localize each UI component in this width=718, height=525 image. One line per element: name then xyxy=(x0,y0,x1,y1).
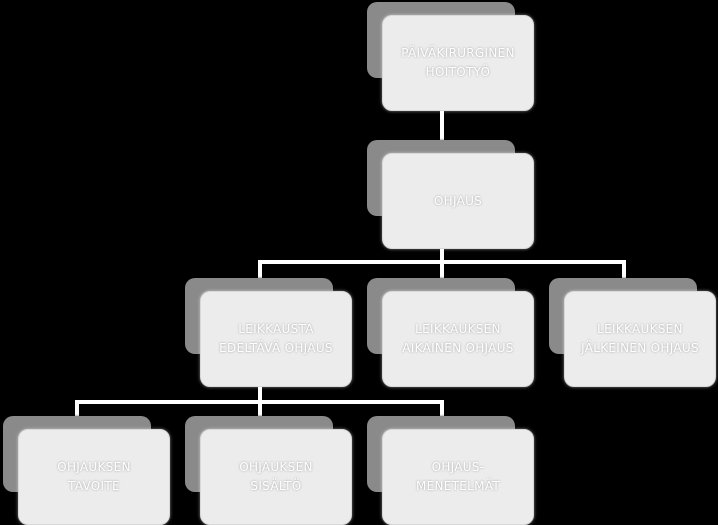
node-guidance-content: OHJAUKSEN SISÄLTÖ xyxy=(200,429,352,525)
node-guidance-methods-label: OHJAUS- MENETELMÄT xyxy=(415,460,501,493)
node-pre-op-guidance-label: LEIKKAUSTA EDELTÄVÄ OHJAUS xyxy=(219,322,333,355)
connector-to-pre-op xyxy=(258,260,262,292)
node-intra-op-guidance-label: LEIKKAUKSEN AIKAINEN OHJAUS xyxy=(402,322,514,355)
connector-to-intra-op xyxy=(440,260,444,292)
node-guidance: OHJAUS xyxy=(382,153,534,249)
node-post-op-guidance: LEIKKAUKSEN JÄLKEINEN OHJAUS xyxy=(564,291,716,387)
node-post-op-guidance-label: LEIKKAUKSEN JÄLKEINEN OHJAUS xyxy=(581,322,699,355)
node-guidance-goal: OHJAUKSEN TAVOITE xyxy=(18,429,170,525)
node-root: PÄIVÄKIRURGINEN HOITOTYÖ xyxy=(382,15,534,111)
node-guidance-content-label: OHJAUKSEN SISÄLTÖ xyxy=(239,460,313,493)
connector-pre-op-trunk xyxy=(258,386,262,402)
node-guidance-goal-label: OHJAUKSEN TAVOITE xyxy=(57,460,131,493)
connector-to-content xyxy=(258,400,262,430)
connector-guidance-trunk xyxy=(440,248,444,262)
node-pre-op-guidance: LEIKKAUSTA EDELTÄVÄ OHJAUS xyxy=(200,291,352,387)
connector-to-post-op xyxy=(622,260,626,292)
connector-to-goal xyxy=(75,400,79,430)
connector-root-guidance xyxy=(440,110,444,154)
node-guidance-label: OHJAUS xyxy=(433,193,483,208)
node-intra-op-guidance: LEIKKAUKSEN AIKAINEN OHJAUS xyxy=(382,291,534,387)
node-root-label: PÄIVÄKIRURGINEN HOITOTYÖ xyxy=(401,46,515,79)
connector-to-methods xyxy=(440,400,444,430)
node-guidance-methods: OHJAUS- MENETELMÄT xyxy=(382,429,534,525)
